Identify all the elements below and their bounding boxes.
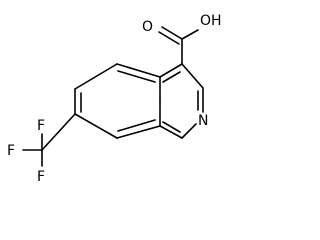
bond-c4-c3 — [181, 63, 204, 89]
benzene-ring — [74, 63, 161, 139]
bond-c8a-c1-inner — [117, 119, 156, 132]
bond-c1-c8a-inner — [162, 121, 181, 133]
trifluoromethyl-group: F F F — [7, 113, 76, 185]
bond-c4a-c4 — [159, 63, 183, 78]
bond-c5-c6-inner — [117, 70, 156, 83]
bond-c4a-c4-inner — [162, 71, 181, 83]
bond-c6-c7 — [74, 63, 118, 90]
carboxylic-acid-group: O OH — [142, 13, 222, 65]
atom-label-o: O — [142, 19, 153, 35]
atom-label-f-top: F — [37, 118, 45, 134]
bond-c8-c8a — [74, 113, 118, 139]
bond-carbonyl-double-a — [161, 26, 183, 40]
bond-c8a-c1 — [116, 125, 161, 139]
atom-label-f-bottom: F — [37, 169, 45, 185]
atom-label-oh: OH — [200, 13, 222, 29]
bond-c1-c8a — [159, 125, 183, 139]
bond-carboxyl-hydroxyl — [181, 29, 199, 40]
bond-carbonyl-double-b — [158, 31, 180, 45]
bond-c7-cf3 — [41, 113, 76, 151]
bond-c5-c6 — [116, 63, 161, 78]
isoquinoline-structure-diagram: O OH N F F F — [7, 13, 222, 185]
pyridine-ring: N — [159, 63, 208, 139]
bond-n2-c1 — [181, 123, 197, 139]
atom-label-f-left: F — [7, 143, 15, 159]
atom-label-n: N — [198, 113, 208, 129]
